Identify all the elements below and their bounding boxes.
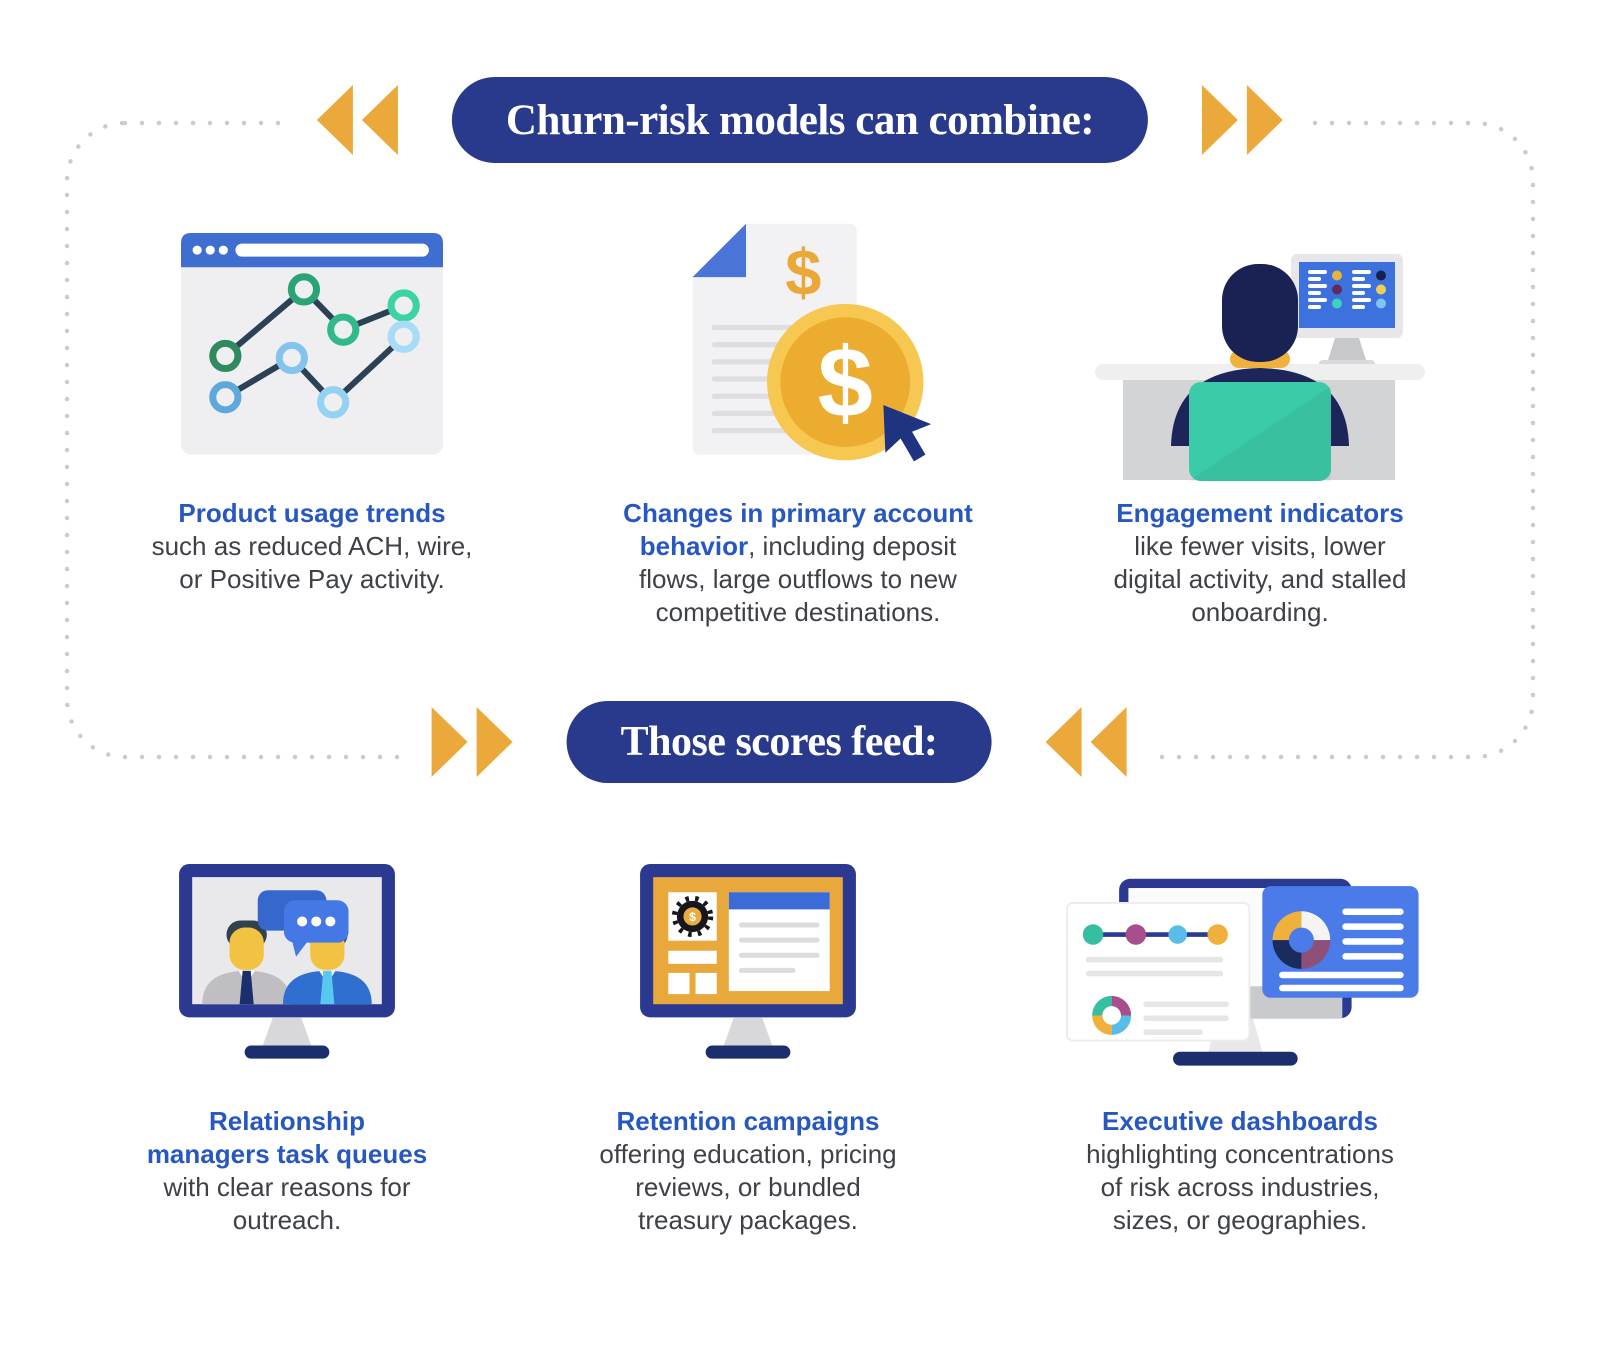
chevron-left-icon: [1045, 707, 1082, 777]
item-caption: Engagement indicators like fewer visits,…: [1114, 497, 1407, 629]
section-title: Churn-risk models can combine:: [505, 96, 1095, 144]
item-rest: with clear reasons for outreach.: [163, 1172, 411, 1235]
coin-dollar-glyph: $: [818, 328, 873, 439]
analyst-at-computer-icon: [1095, 254, 1425, 481]
chevron-left-icon: [316, 85, 353, 155]
fast-rewind-icon: [316, 85, 398, 155]
section-title: Those scores feed:: [620, 719, 938, 765]
gear-dollar-glyph: $: [689, 910, 696, 924]
section-title-pill: Those scores feed:: [566, 701, 992, 783]
item-lead: Relationship managers task queues: [146, 1106, 428, 1169]
chevron-right-icon: [1247, 85, 1284, 155]
dashboard-monitor-icon: [1066, 879, 1419, 1067]
item-engagement: Engagement indicators like fewer visits,…: [1040, 213, 1480, 629]
header-churn-risk: Churn-risk models can combine:: [288, 77, 1312, 163]
cursor-arrow-icon: [883, 405, 932, 462]
chevron-right-icon: [1202, 85, 1239, 155]
item-lead: Executive dashboards: [1102, 1106, 1378, 1136]
section-title-pill: Churn-risk models can combine:: [451, 77, 1149, 163]
chevron-left-icon: [1090, 707, 1127, 777]
item-product-usage: Product usage trends such as reduced ACH…: [92, 213, 532, 596]
browser-line-chart-icon: [181, 233, 443, 455]
item-rest: highlighting concentrations of risk acro…: [1086, 1139, 1394, 1235]
item-relationship-managers: Relationship managers task queues with c…: [67, 853, 507, 1237]
item-lead: Product usage trends: [178, 498, 446, 528]
fast-rewind-icon: [1045, 707, 1127, 777]
header-scores-feed: Those scores feed:: [403, 701, 1155, 783]
item-caption: Retention campaigns offering education, …: [599, 1105, 896, 1237]
dollar-glyph: $: [785, 235, 821, 308]
item-account-behavior: $ $ Changes in primary account behavior,…: [578, 213, 1018, 629]
item-rest: such as reduced ACH, wire, or Positive P…: [151, 531, 473, 594]
item-rest: offering education, pricing reviews, or …: [599, 1139, 897, 1235]
video-call-monitor-icon: [179, 864, 395, 1059]
item-caption: Changes in primary account behavior, inc…: [623, 497, 973, 629]
item-caption: Executive dashboards highlighting concen…: [1086, 1105, 1394, 1237]
item-lead: Engagement indicators: [1116, 498, 1404, 528]
fast-forward-icon: [431, 707, 513, 777]
item-caption: Product usage trends such as reduced ACH…: [152, 497, 473, 596]
campaign-monitor-icon: $: [640, 864, 856, 1059]
invoice-dollar-coin-icon: $ $: [692, 223, 932, 462]
item-lead: Retention campaigns: [616, 1106, 880, 1136]
item-rest: , including deposit flows, large outflow…: [639, 531, 957, 627]
dotted-border: [64, 120, 1536, 760]
item-executive-dashboards: Executive dashboards highlighting concen…: [1020, 853, 1460, 1237]
chevron-right-icon: [476, 707, 513, 777]
item-lead: Changes in primary account behavior: [623, 498, 973, 561]
fast-forward-icon: [1202, 85, 1284, 155]
item-caption: Relationship managers task queues with c…: [147, 1105, 427, 1237]
item-retention-campaigns: $ Retention campaigns offering education…: [528, 853, 968, 1237]
chevron-right-icon: [431, 707, 468, 777]
chevron-left-icon: [361, 85, 398, 155]
item-rest: like fewer visits, lower digital activit…: [1113, 531, 1407, 627]
